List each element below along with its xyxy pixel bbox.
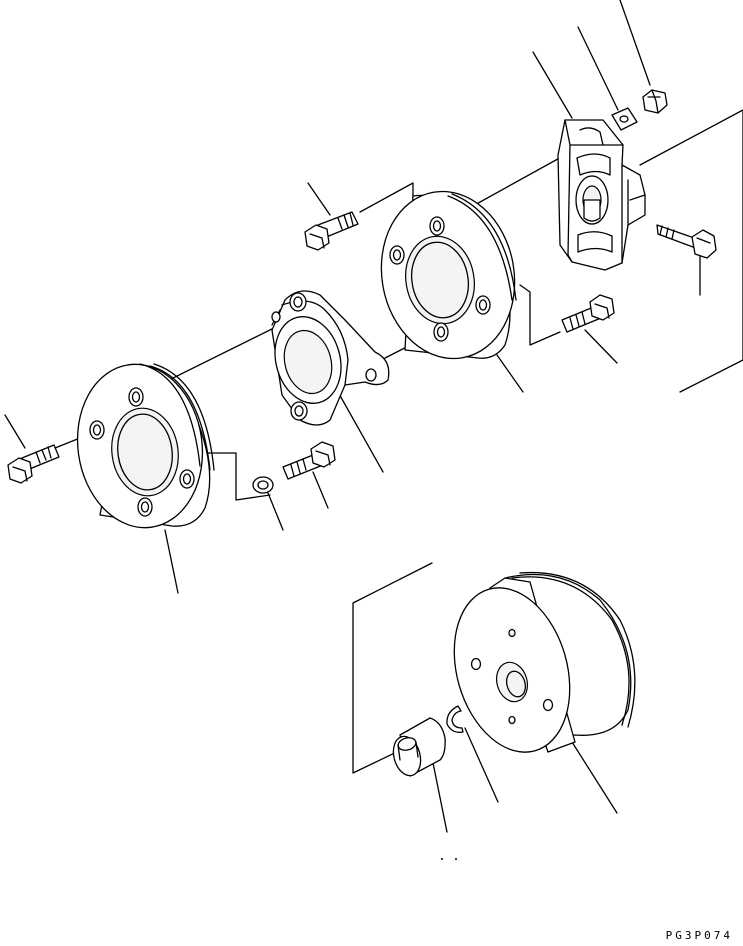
- adapter-plate-right: [368, 181, 527, 369]
- spring-washer: [253, 477, 273, 493]
- mark-dot: [441, 858, 443, 860]
- adapter-plate-left: [67, 356, 214, 536]
- snap-ring: [447, 706, 463, 732]
- hex-bolt-right: [657, 225, 716, 258]
- hex-bolt-lower: [283, 442, 335, 479]
- hex-bolt-upper: [305, 212, 358, 250]
- drawing-code: PG3P074: [665, 929, 733, 942]
- flange-housing: [266, 291, 389, 425]
- dowel-pin: [389, 718, 445, 779]
- hex-bolt-left: [8, 445, 59, 483]
- hex-nut: [643, 90, 667, 113]
- assembly-frame-lines: [50, 110, 743, 773]
- coupling-pulley: [436, 573, 635, 766]
- mark-dot: [455, 858, 457, 860]
- mounting-bracket: [558, 120, 645, 270]
- leader-lines: [5, 0, 700, 832]
- plain-washer-upper: [612, 108, 637, 130]
- hex-bolt-mid-right: [562, 295, 614, 332]
